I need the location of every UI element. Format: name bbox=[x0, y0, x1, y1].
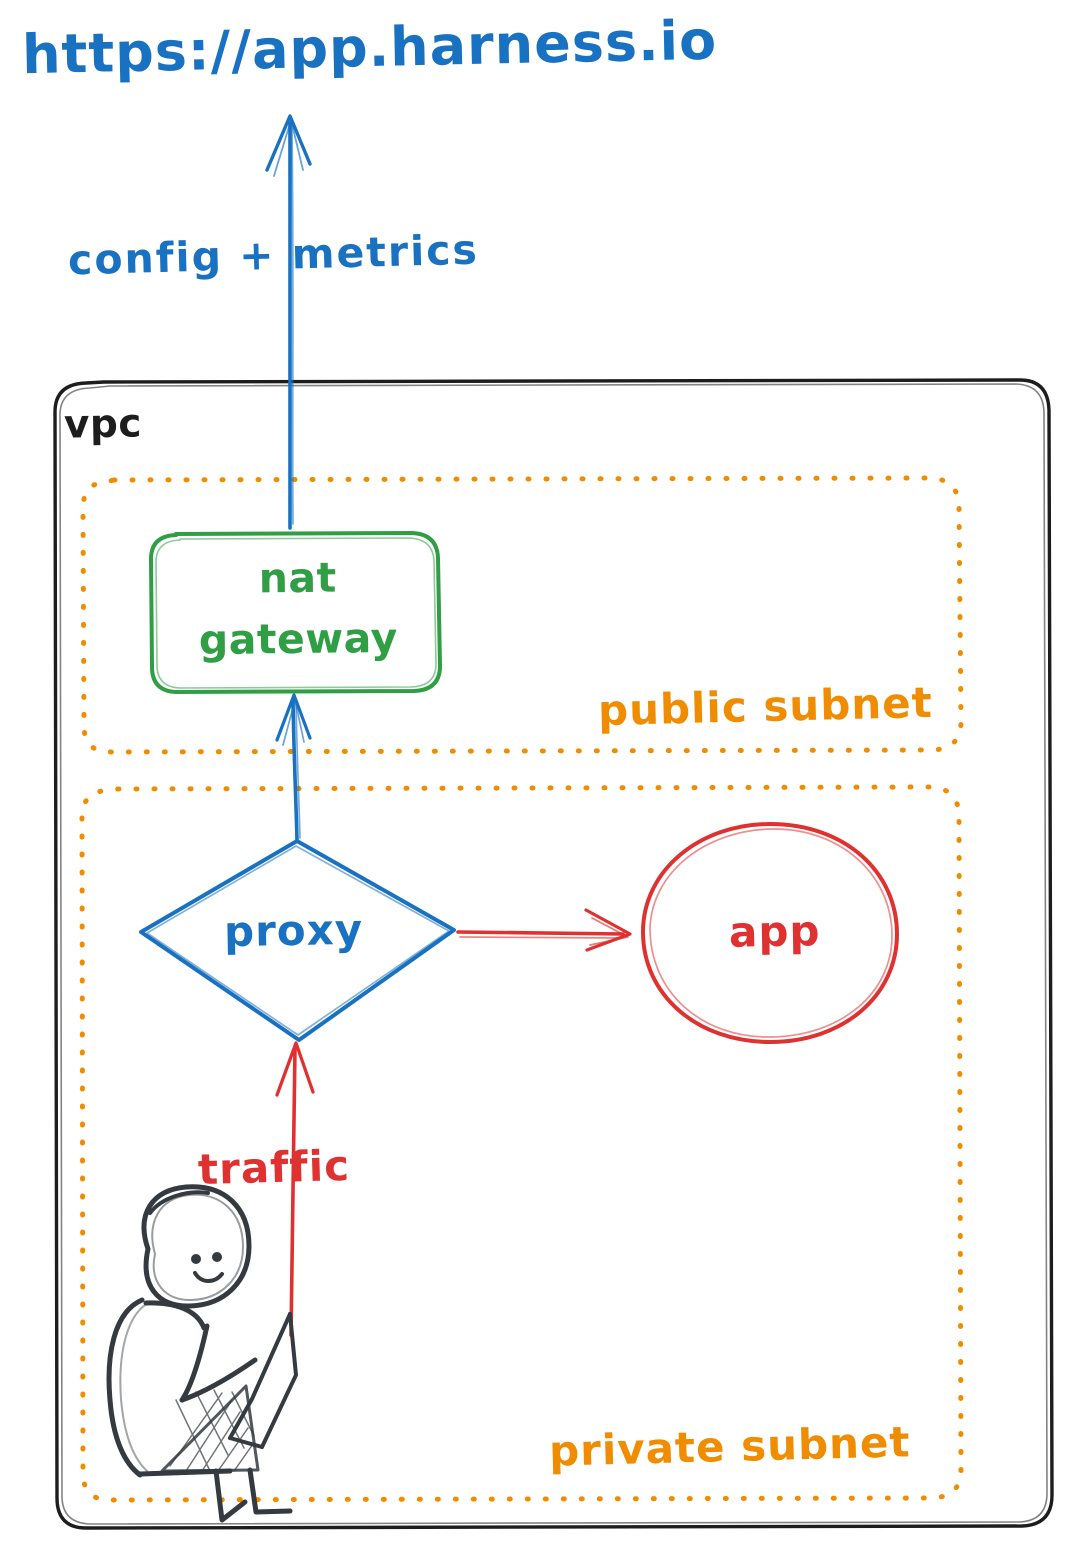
public-subnet-container bbox=[80, 475, 964, 755]
nat-gateway-node[interactable] bbox=[149, 531, 442, 694]
nat-gateway-label-line2: gateway bbox=[198, 613, 399, 664]
edge-proxy-to-nat bbox=[275, 693, 312, 842]
nat-gateway-label: nat gateway bbox=[162, 547, 433, 671]
proxy-label: proxy bbox=[223, 904, 364, 957]
user-with-laptop-figure bbox=[106, 1184, 298, 1523]
edge-nat-to-url bbox=[265, 114, 312, 530]
edge-user-to-proxy bbox=[275, 1041, 315, 1337]
private-subnet-label: private subnet bbox=[548, 1417, 912, 1476]
proxy-node[interactable] bbox=[139, 839, 456, 1042]
edge-proxy-to-app bbox=[456, 908, 632, 952]
nat-gateway-label-line1: nat bbox=[258, 553, 337, 603]
app-label: app bbox=[728, 906, 821, 957]
app-node[interactable] bbox=[641, 822, 899, 1044]
vpc-container bbox=[53, 378, 1054, 1530]
public-subnet-label: public subnet bbox=[597, 677, 934, 736]
traffic-edge-label: traffic bbox=[197, 1140, 351, 1195]
vpc-label: vpc bbox=[63, 401, 143, 448]
